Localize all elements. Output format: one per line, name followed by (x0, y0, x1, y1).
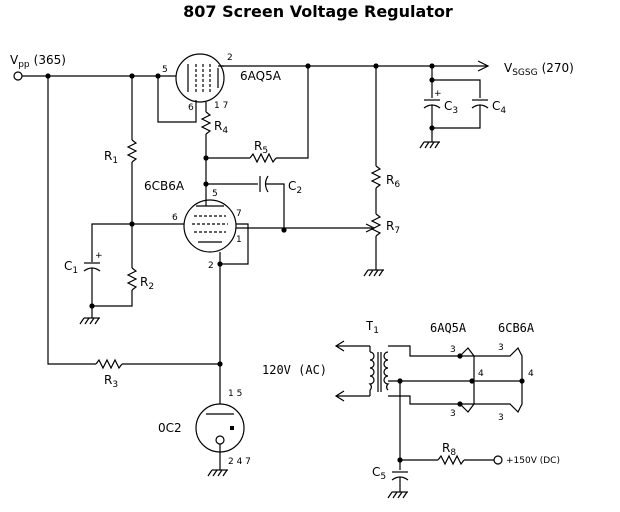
ground-r7 (363, 269, 384, 277)
heater-col-6aq5a: 6AQ5A (430, 321, 467, 335)
tube-6aq5a-label: 6AQ5A (240, 69, 282, 83)
vpp-terminal (13, 71, 23, 81)
resistor-r6 (370, 165, 382, 189)
resistor-r8 (437, 454, 465, 466)
ac-input (334, 340, 371, 402)
c2-label: C2 (288, 179, 302, 196)
vsgsg-label: VSGSG(270) (504, 61, 574, 78)
heater-6aq5a (459, 347, 475, 413)
r1-label: R1 (104, 149, 118, 166)
c5-label: C5 (372, 465, 386, 482)
svg-text:3: 3 (498, 413, 504, 423)
svg-text:5: 5 (162, 65, 168, 75)
svg-text:6: 6 (172, 213, 178, 223)
svg-text:6: 6 (188, 103, 194, 113)
svg-text:+: + (434, 89, 442, 99)
resistor-r2 (126, 267, 138, 291)
dc-label: +150V (DC) (506, 456, 560, 466)
resistor-r3 (95, 358, 123, 370)
resistor-r4 (200, 111, 212, 135)
c4-label: C4 (492, 99, 506, 116)
t1-label: T1 (366, 319, 379, 336)
ground-0c2 (207, 469, 228, 477)
svg-text:2 4 7: 2 4 7 (228, 457, 251, 467)
svg-text:1: 1 (236, 235, 242, 245)
svg-text:1 5: 1 5 (228, 389, 242, 399)
resistor-r1 (126, 139, 138, 163)
ground-c3 (419, 141, 440, 149)
vpp-rail (13, 71, 161, 81)
tube-6cb6a (183, 199, 237, 253)
heater-col-6cb6a: 6CB6A (498, 321, 535, 335)
diagram-title: 807 Screen Voltage Regulator (183, 2, 453, 21)
dc-terminal (493, 455, 503, 465)
tube-6aq5a (175, 53, 225, 103)
c3-label: C3 (444, 99, 458, 116)
resistor-r7 (370, 213, 382, 237)
svg-text:+: + (95, 251, 103, 261)
r7-label: R7 (386, 219, 400, 236)
ground-c1 (79, 317, 100, 325)
svg-text:1 7: 1 7 (214, 101, 228, 111)
resistor-r5 (249, 152, 277, 164)
r5-label: R5 (254, 139, 268, 156)
r2-label: R2 (140, 275, 154, 292)
r3-label: R3 (104, 373, 118, 390)
svg-text:3: 3 (450, 409, 456, 419)
c1-label: C1 (64, 259, 78, 276)
vpp-label: Vpp(365) (10, 53, 66, 70)
r8-label: R8 (442, 441, 456, 458)
svg-text:2: 2 (208, 261, 214, 271)
ground-c5 (387, 491, 408, 499)
svg-text:3: 3 (498, 343, 504, 353)
svg-text:4: 4 (478, 369, 484, 379)
transformer-t1 (368, 351, 390, 392)
tube-0c2-label: 0C2 (158, 421, 182, 435)
r6-label: R6 (386, 173, 400, 190)
svg-text:2: 2 (227, 53, 233, 63)
svg-text:4: 4 (528, 369, 534, 379)
svg-text:3: 3 (450, 345, 456, 355)
ac-label: 120V (AC) (262, 363, 327, 377)
svg-text:5: 5 (212, 189, 218, 199)
r4-label: R4 (214, 119, 228, 136)
svg-text:7: 7 (236, 209, 242, 219)
heater-6cb6a (460, 346, 523, 414)
tube-6cb6a-label: 6CB6A (144, 179, 185, 193)
